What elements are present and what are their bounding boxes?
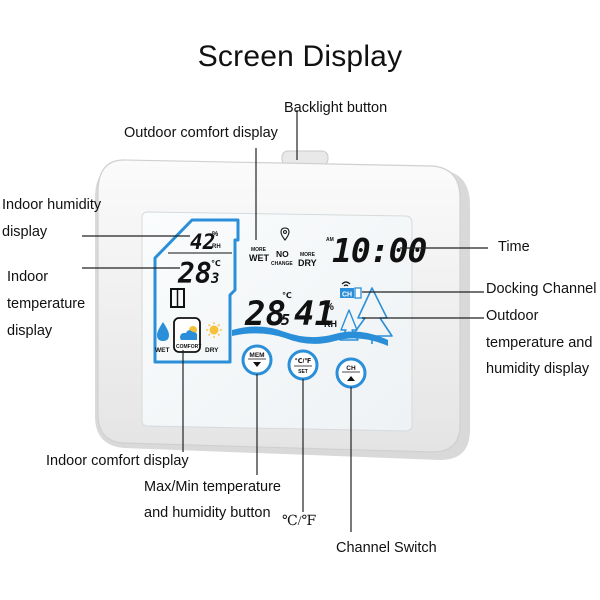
- mem-button-label: MEM: [249, 352, 264, 359]
- indoor-temp-unit: ℃: [211, 259, 221, 268]
- channel-badge-label: CH: [342, 292, 352, 299]
- outdoor-wet: WET: [249, 253, 269, 263]
- label-outdoor-th-1: Outdoor: [486, 308, 539, 324]
- outdoor-humidity-rh: RH: [324, 319, 337, 329]
- set-button-label: SET: [298, 369, 308, 375]
- outdoor-temp-decimal: 5: [281, 311, 290, 329]
- outdoor-dry: DRY: [298, 258, 317, 268]
- mem-button[interactable]: [241, 344, 273, 376]
- location-pin-icon: [280, 227, 290, 241]
- label-outdoor-th-2: temperature and: [486, 335, 593, 351]
- door-icon: [170, 288, 185, 308]
- label-indoor-comfort: Indoor comfort display: [46, 453, 189, 469]
- label-backlight-button: Backlight button: [284, 100, 388, 116]
- indoor-humidity-value: 42: [190, 230, 215, 254]
- outdoor-more-wet-small: MORE: [251, 247, 267, 253]
- leader-lines: [82, 110, 488, 532]
- outdoor-more-dry-small: MORE: [300, 252, 316, 258]
- wave-band: [232, 326, 388, 346]
- label-indoor-temp-3: display: [7, 323, 53, 339]
- label-cf-button: ℃/℉: [282, 514, 317, 529]
- cf-button-label: ℃/℉: [295, 357, 312, 365]
- channel-number-box: [354, 287, 362, 299]
- indoor-humidity-rh: RH: [212, 244, 221, 250]
- indoor-temp-value: 28: [177, 257, 212, 290]
- label-indoor-humidity-2: display: [2, 224, 48, 240]
- indoor-comfort-dry: DRY: [205, 347, 219, 354]
- channel-badge: [340, 288, 354, 298]
- outdoor-humidity-pct: %: [325, 302, 334, 313]
- sun-icon: [206, 322, 222, 338]
- outdoor-temp-unit: ℃: [282, 291, 292, 300]
- label-time: Time: [498, 239, 530, 255]
- outdoor-no-change: CHANGE: [271, 261, 293, 267]
- label-outdoor-comfort: Outdoor comfort display: [124, 125, 278, 141]
- partly-sunny-icon: [180, 326, 198, 340]
- ch-button-label: CH: [346, 365, 356, 372]
- water-drop-icon: [157, 322, 169, 341]
- clock-time: 10:00: [332, 231, 426, 270]
- label-channel-switch: Channel Switch: [336, 540, 437, 556]
- label-outdoor-th-3: humidity display: [486, 361, 590, 377]
- outdoor-no: NO: [276, 249, 289, 259]
- label-indoor-humidity-1: Indoor humidity: [2, 197, 102, 213]
- indoor-comfort-center: COMFORT: [176, 344, 201, 350]
- am-marker: AM: [326, 237, 334, 243]
- outdoor-humidity-value: 41: [294, 294, 335, 334]
- indoor-humidity-pct: %: [212, 231, 219, 238]
- label-maxmin-2: and humidity button: [144, 505, 271, 521]
- indoor-temp-decimal: 3: [210, 271, 219, 287]
- ch-button[interactable]: [335, 357, 367, 389]
- label-indoor-temp-1: Indoor: [7, 269, 49, 285]
- house-frame: [153, 218, 240, 364]
- label-maxmin-1: Max/Min temperature: [144, 479, 281, 495]
- label-indoor-temp-2: temperature: [7, 296, 86, 312]
- signal-icon: [341, 281, 351, 287]
- indoor-comfort-wet: WET: [155, 347, 169, 354]
- label-docking-channel: Docking Channel: [486, 281, 597, 297]
- page-title: Screen Display: [197, 40, 403, 73]
